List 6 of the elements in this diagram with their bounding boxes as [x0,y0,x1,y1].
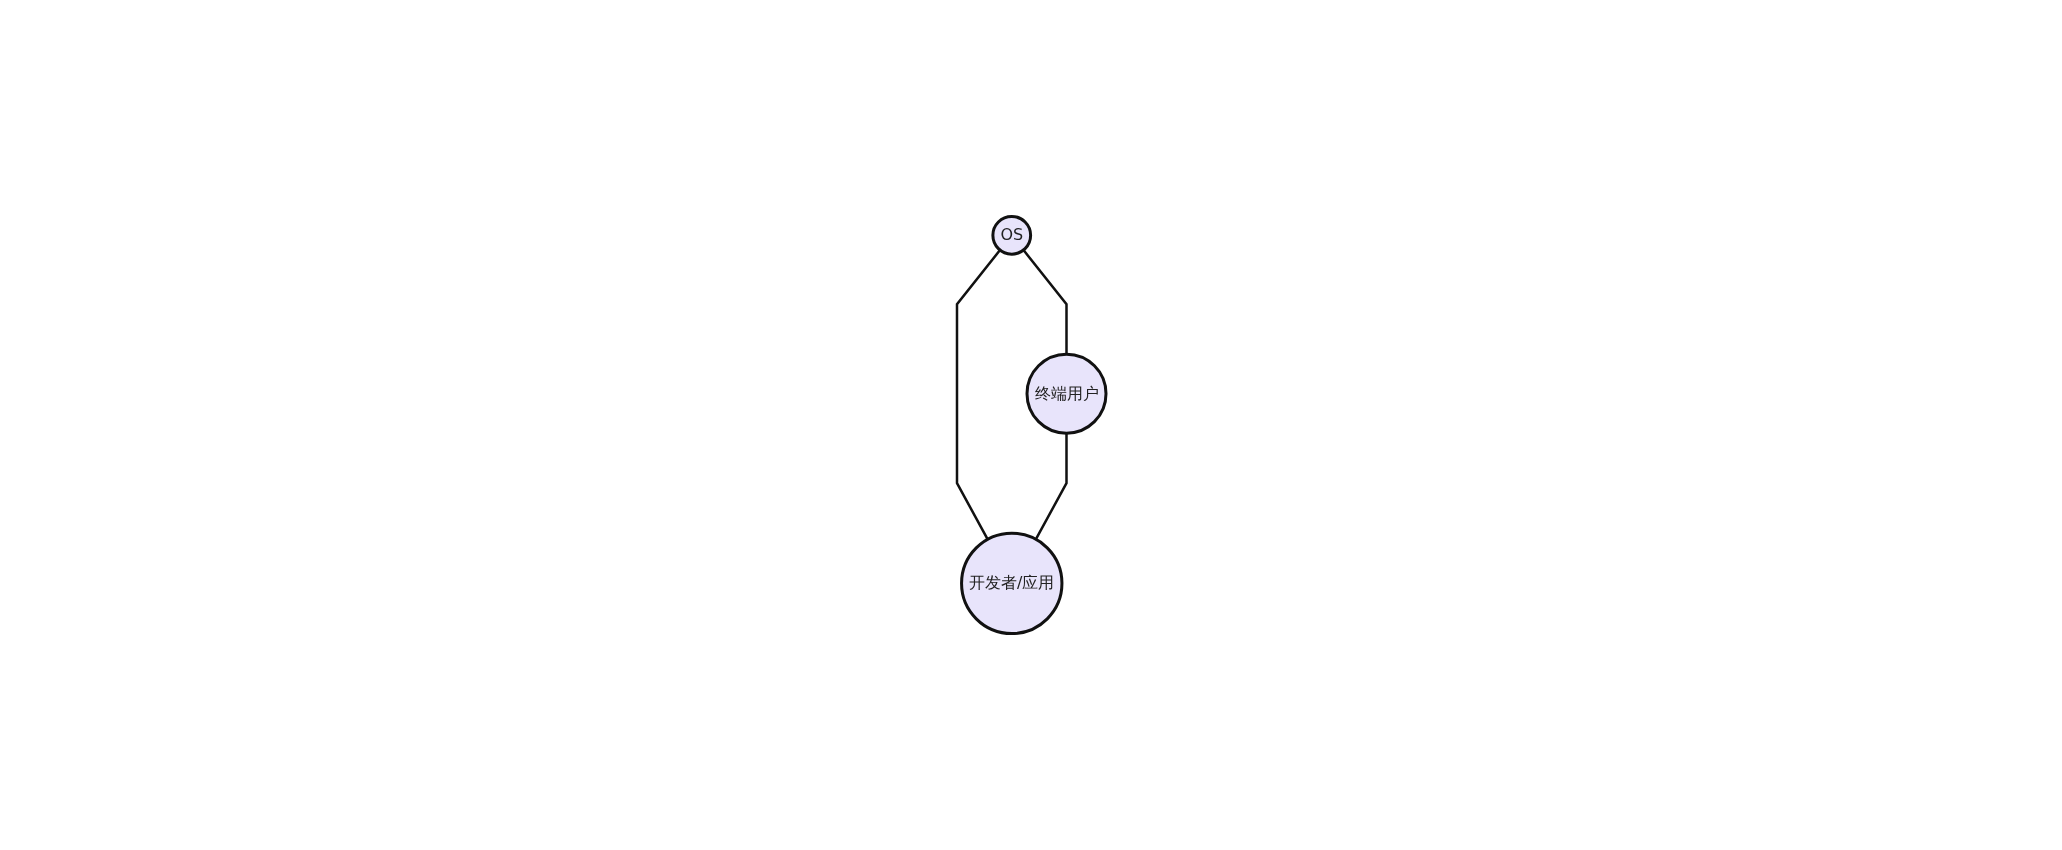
connector [955,249,1001,540]
node-circle: 终端用户 [1025,352,1107,435]
node-circle: OS [990,214,1032,256]
connector [1022,249,1068,355]
connector [1034,433,1068,540]
node-circle: 开发者/应用 [959,531,1063,636]
